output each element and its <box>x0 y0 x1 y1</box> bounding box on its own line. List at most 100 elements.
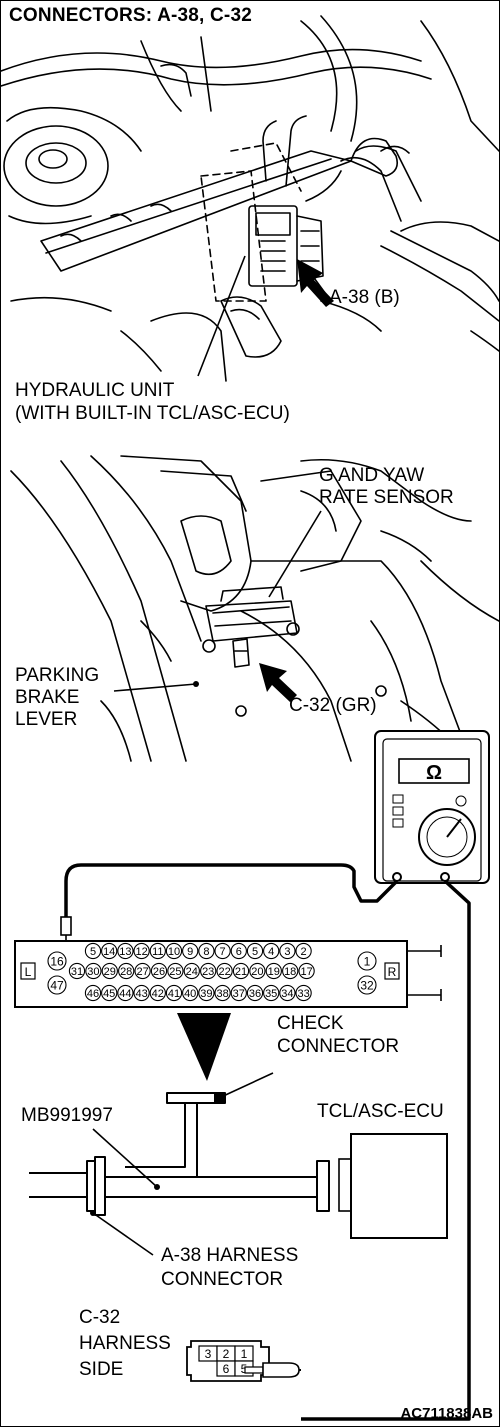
check-pin-middle-circle <box>265 962 282 980</box>
check-pin-middle-circle <box>298 962 315 980</box>
check-pin-bottom: 37 <box>233 988 245 1000</box>
check-pin-bottom: 38 <box>216 988 228 1000</box>
check-pin-top-circle <box>263 942 280 960</box>
a38-label: A-38 (B) <box>329 287 400 308</box>
check-pin-bottom: 41 <box>168 988 180 1000</box>
check-pin-middle: 25 <box>169 966 181 978</box>
check-left-marker: L <box>25 965 32 979</box>
check-pin-top: 13 <box>119 946 131 958</box>
check-pin-right: 1 <box>364 954 371 968</box>
ohm-symbol: Ω <box>426 762 442 784</box>
panel2-leaders <box>113 510 322 692</box>
check-pin-bottom: 40 <box>184 988 196 1000</box>
c32-side-label-line2: HARNESS <box>79 1333 171 1354</box>
harness-adapter <box>29 1092 330 1216</box>
harness-label-line1: A-38 HARNESS <box>161 1245 299 1266</box>
check-pin-middle: 24 <box>186 966 198 978</box>
check-pin-top: 14 <box>103 946 115 958</box>
check-pin-bottom: 33 <box>297 988 309 1000</box>
check-pin-bottom: 35 <box>265 988 277 1000</box>
check-pin-middle-circle <box>134 962 151 980</box>
check-pin-middle-circle <box>167 962 184 980</box>
check-pin-bottom: 42 <box>152 988 164 1000</box>
check-pin-right-circle <box>357 975 377 995</box>
check-pin-bottom-circle <box>165 984 183 1002</box>
check-connector-label-line1: CHECK <box>277 1013 344 1034</box>
check-pin-bottom: 45 <box>103 988 115 1000</box>
multimeter: Ω <box>374 730 490 884</box>
check-pin-top-circle <box>295 942 312 960</box>
check-pin-bottom: 46 <box>87 988 99 1000</box>
c32-pin-number: 2 <box>223 1347 230 1361</box>
check-pin-middle: 31 <box>71 966 83 978</box>
parking-label-line1: PARKING <box>15 665 100 686</box>
check-pin-middle-circle <box>101 962 118 980</box>
check-pin-bottom-circle <box>246 984 264 1002</box>
check-pin-bottom-circle <box>149 984 166 1002</box>
check-pin-middle: 22 <box>218 966 230 978</box>
ecu-label: TCL/ASC-ECU <box>317 1101 444 1122</box>
check-pin-bottom: 43 <box>135 988 147 1000</box>
check-pin-middle: 19 <box>268 966 280 978</box>
check-pin-middle: 28 <box>120 966 132 978</box>
check-pin-middle: 26 <box>153 966 165 978</box>
check-pin-top: 6 <box>236 946 242 958</box>
check-connector-label-line2: CONNECTOR <box>277 1036 400 1057</box>
check-pin-top-circle <box>246 942 264 960</box>
figure-code: AC711838AB <box>400 1405 493 1422</box>
check-pin-middle-circle <box>183 962 200 980</box>
check-pin-bottom: 44 <box>119 988 131 1000</box>
check-pin-bottom-circle <box>182 984 199 1002</box>
panel3-leaders <box>92 1072 274 1256</box>
check-pin-top-circle <box>214 942 231 960</box>
mb991997-label: MB991997 <box>21 1105 113 1126</box>
check-pin-left-circle <box>47 951 67 971</box>
meter-terminal-left <box>392 872 402 882</box>
check-pin-middle: 18 <box>284 966 296 978</box>
check-pin-top-circle <box>117 942 134 960</box>
check-pin-top-circle <box>279 942 296 960</box>
check-pin-bottom: 39 <box>200 988 212 1000</box>
check-pin-middle: 20 <box>251 966 263 978</box>
check-pin-top: 2 <box>301 946 307 958</box>
check-right-marker: R <box>388 965 397 979</box>
g-yaw-label-line1: G AND YAW <box>319 465 425 486</box>
c32-pin-number: 1 <box>241 1347 248 1361</box>
check-pin-middle: 23 <box>202 966 214 978</box>
check-pin-left-circle <box>47 975 67 995</box>
check-pin-middle-circle <box>216 962 233 980</box>
check-pin-bottom-circle <box>101 984 118 1002</box>
check-pin-middle-circle <box>68 962 86 980</box>
harness-label-line2: CONNECTOR <box>161 1269 284 1290</box>
check-pin-top: 4 <box>268 946 274 958</box>
check-pin-bottom-circle <box>230 984 247 1002</box>
check-pin-middle: 27 <box>136 966 148 978</box>
connect-arrow-icon <box>177 1013 231 1081</box>
g-yaw-label-line2: RATE SENSOR <box>319 487 454 508</box>
c32-side-label-line1: C-32 <box>79 1307 121 1328</box>
check-pin-bottom-circle <box>198 984 215 1002</box>
hydraulic-unit-label-line2: (WITH BUILT-IN TCL/ASC-ECU) <box>15 403 290 424</box>
check-pin-top: 9 <box>187 946 193 958</box>
c32-side-label-line3: SIDE <box>79 1359 124 1380</box>
check-pin-right-circle <box>357 951 377 971</box>
check-pin-top: 11 <box>152 946 163 958</box>
check-pin-middle-circle <box>118 962 135 980</box>
check-pin-top-circle <box>101 942 118 960</box>
test-lead-left <box>64 863 399 917</box>
c32-arrow-icon <box>259 663 297 702</box>
engine-bay-illustration <box>1 15 499 382</box>
check-pin-left: 47 <box>50 978 64 992</box>
console-illustration <box>10 455 499 762</box>
check-pin-middle: 30 <box>87 966 99 978</box>
c32-pin-number: 3 <box>205 1347 212 1361</box>
c32-pin-number: 6 <box>223 1362 230 1376</box>
check-pin-top-circle <box>230 942 247 960</box>
check-pin-top-circle <box>84 942 102 960</box>
hydraulic-unit-label-line1: HYDRAULIC UNIT <box>15 380 175 401</box>
check-pin-middle-circle <box>232 962 250 980</box>
check-pin-bottom: 36 <box>249 988 261 1000</box>
